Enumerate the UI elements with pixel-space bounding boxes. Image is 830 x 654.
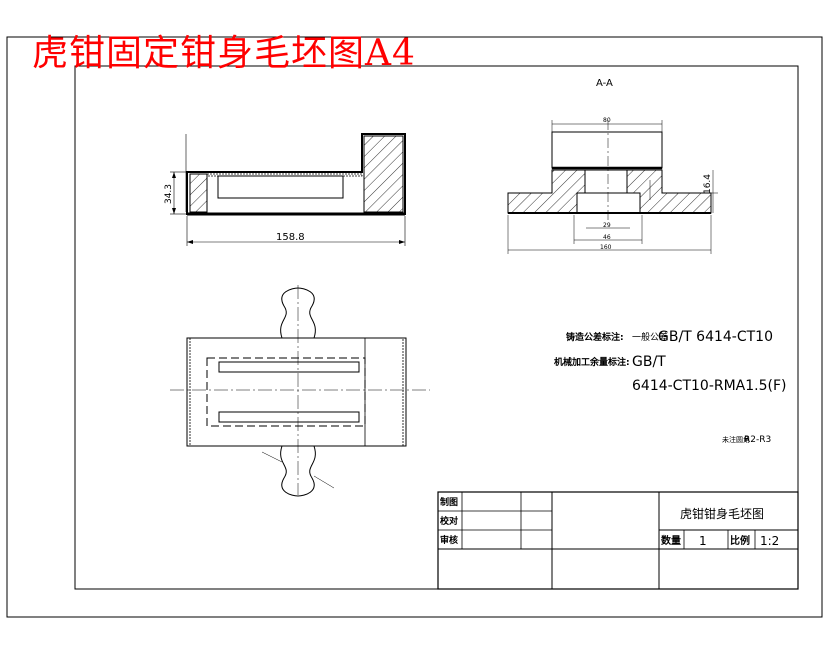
tb-qty-label: 数量 bbox=[661, 534, 681, 547]
dim-section-inner-2: 46 bbox=[603, 234, 611, 241]
tb-scale-value: 1:2 bbox=[760, 534, 779, 548]
note-machining-value-1: GB/T bbox=[632, 354, 666, 370]
inner-frame bbox=[74, 65, 799, 590]
dim-section-top: 80 bbox=[603, 117, 611, 124]
drawing-title: 虎钳固定钳身毛坯图A4 bbox=[32, 33, 416, 74]
tb-qty-value: 1 bbox=[699, 534, 707, 548]
dim-section-inner-1: 29 bbox=[603, 222, 611, 229]
tb-scale-label: 比例 bbox=[730, 534, 750, 547]
dim-section-height: 16.4 bbox=[703, 174, 713, 194]
note-machining-label: 机械加工余量标注: bbox=[554, 356, 630, 368]
note-casting-label: 铸造公差标注: bbox=[566, 331, 624, 343]
note-fillet-value: R2-R3 bbox=[744, 435, 771, 445]
dim-section-total: 160 bbox=[600, 244, 612, 251]
title-block bbox=[437, 491, 799, 590]
note-casting-value: GB/T 6414-CT10 bbox=[658, 329, 773, 345]
note-casting-prefix: 一般公差 bbox=[632, 331, 668, 343]
front-view bbox=[170, 133, 406, 246]
note-machining-value-2: 6414-CT10-RMA1.5(F) bbox=[632, 378, 787, 394]
tb-drawn-label: 制图 bbox=[440, 496, 458, 508]
tb-part-name: 虎钳钳身毛坯图 bbox=[680, 506, 764, 521]
section-view bbox=[507, 120, 718, 254]
outer-border bbox=[6, 36, 823, 618]
note-fillet-label: 未注圆角 bbox=[722, 435, 750, 444]
tb-approved-label: 审核 bbox=[440, 534, 458, 546]
section-label: A-A bbox=[596, 78, 613, 89]
tb-checked-label: 校对 bbox=[440, 515, 458, 527]
top-view bbox=[170, 285, 430, 497]
dim-front-length: 158.8 bbox=[276, 232, 305, 243]
dim-front-height: 34.3 bbox=[164, 184, 174, 204]
